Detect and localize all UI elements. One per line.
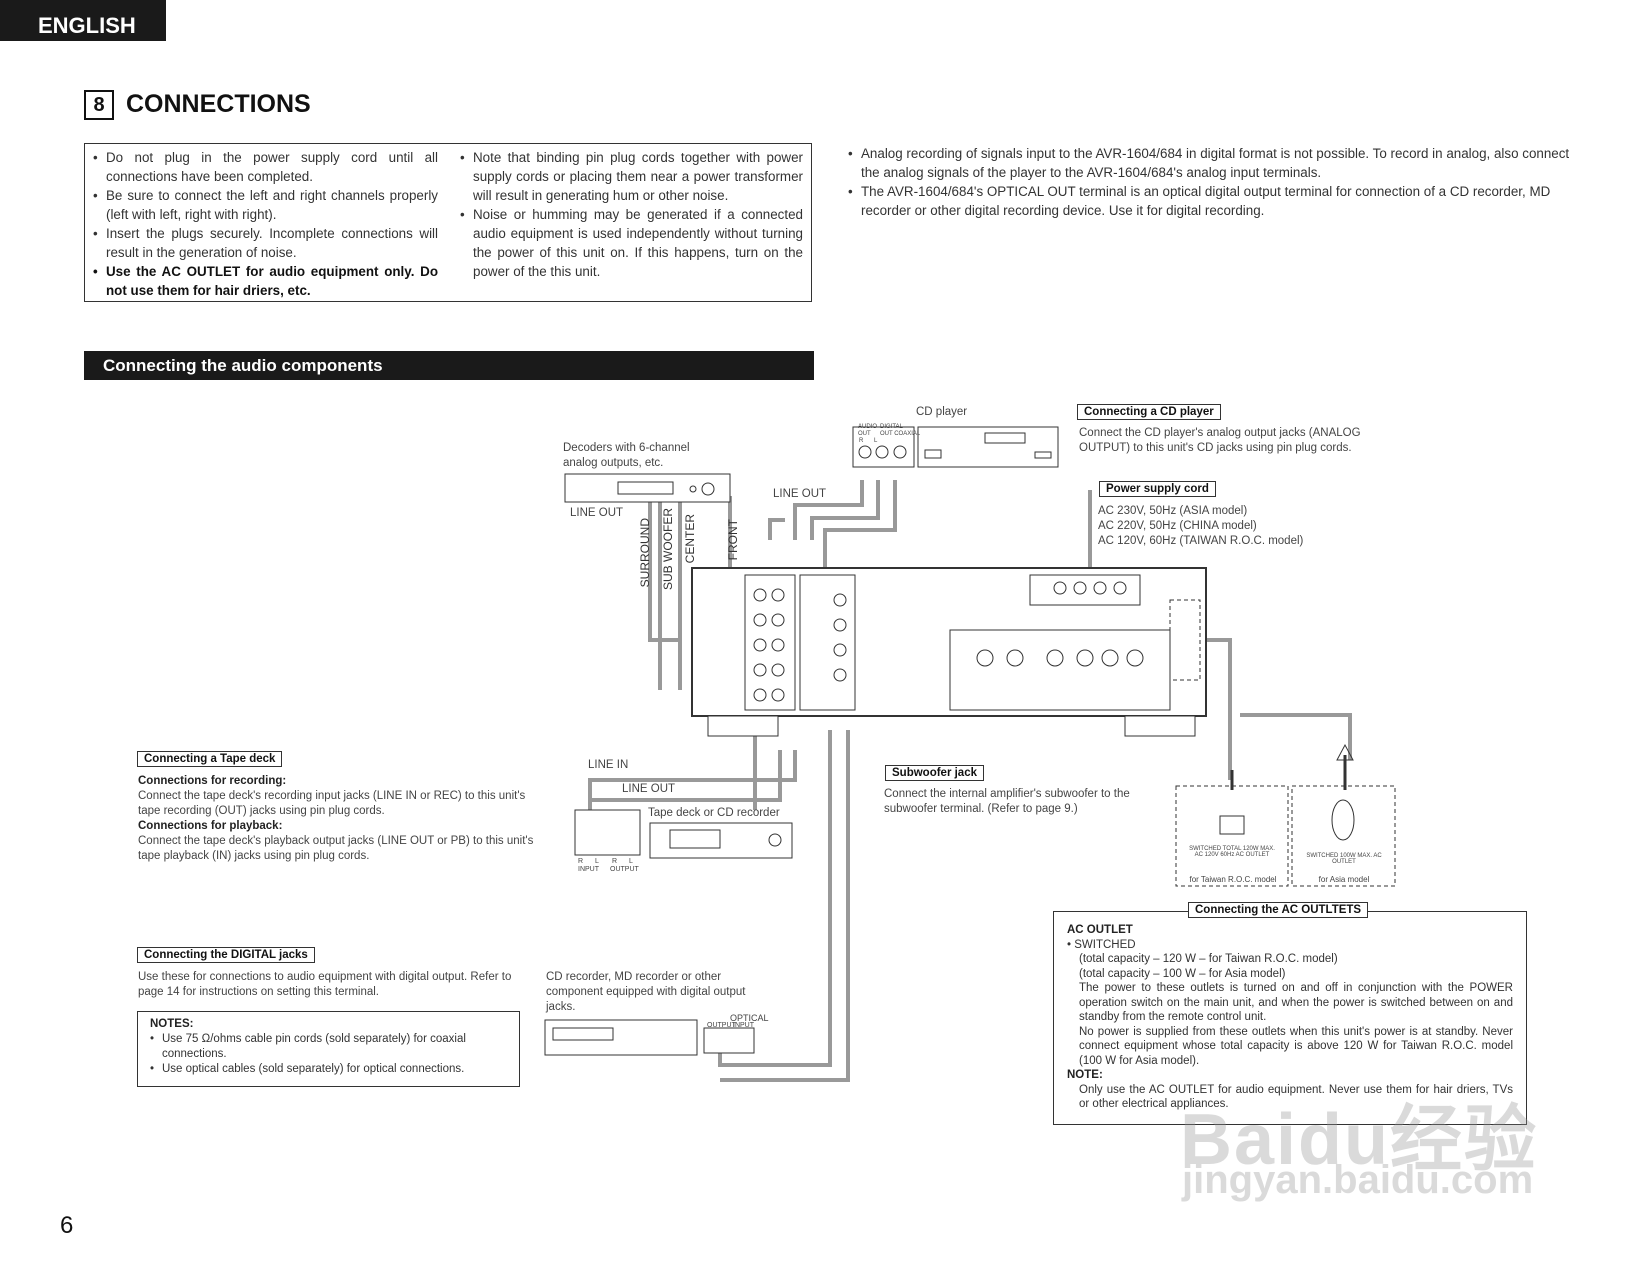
tape-rec-head: Connections for recording: xyxy=(138,775,287,787)
subwoofer-label: SUB WOOFER xyxy=(661,508,675,591)
cd-jack-audio: AUDIO xyxy=(858,424,878,430)
notice-item: Note that binding pin plug cords togethe… xyxy=(460,148,803,205)
notice-item: Noise or humming may be generated if a c… xyxy=(460,205,803,281)
cd-jack-digital: DIGITAL xyxy=(880,424,903,430)
cd-recorder-label: CD recorder, MD recorder or other compon… xyxy=(546,971,746,1013)
tape-box-text: Connections for recording: Connect the t… xyxy=(138,774,541,864)
ac-note-head: NOTE: xyxy=(1067,1069,1103,1081)
ac-outlet-box: AC OUTLET • SWITCHED (total capacity – 1… xyxy=(1053,911,1527,1125)
ac-head: AC OUTLET xyxy=(1067,924,1133,936)
tape-jack-l1: L xyxy=(595,858,599,865)
cd-player-label: CD player xyxy=(916,406,968,418)
language-tab: ENGLISH xyxy=(0,0,166,41)
power-line: AC 230V, 50Hz (ASIA model) xyxy=(1098,505,1248,517)
tape-jack-r2: R xyxy=(612,858,618,865)
digital-note: Use 75 Ω/ohms cable pin cords (sold sepa… xyxy=(150,1032,507,1062)
line-in-label: LINE IN xyxy=(588,759,629,771)
ac-line: No power is supplied from these outlets … xyxy=(1079,1025,1513,1067)
ac-line: The power to these outlets is turned on … xyxy=(1079,982,1513,1023)
notice-item: Do not plug in the power supply cord unt… xyxy=(93,148,438,186)
recording-notes: Analog recording of signals input to the… xyxy=(848,144,1588,220)
recording-note: Analog recording of signals input to the… xyxy=(848,144,1588,182)
watermark-url: jingyan.baidu.com xyxy=(1182,1158,1534,1202)
ac-outlets xyxy=(1175,743,1396,887)
power-line: AC 120V, 60Hz (TAIWAN R.O.C. model) xyxy=(1098,535,1304,547)
cd-player-unit xyxy=(852,426,1059,468)
ac-line: (total capacity – 120 W – for Taiwan R.O… xyxy=(1079,953,1338,965)
notice-left-column: Do not plug in the power supply cord unt… xyxy=(93,148,438,300)
outlet1-text: SWITCHED TOTAL 120W MAX. AC 120V 60Hz AC… xyxy=(1189,846,1275,858)
decoders-label: Decoders with 6-channel analog outputs, … xyxy=(563,442,690,469)
subsection-bar: Connecting the audio components xyxy=(84,351,814,380)
cd-jack-l: L xyxy=(874,438,878,444)
outlet2-text: SWITCHED 100W MAX. AC OUTLET xyxy=(1306,853,1382,865)
section-title: 8 CONNECTIONS xyxy=(84,90,311,121)
notice-item: Be sure to connect the left and right ch… xyxy=(93,186,438,224)
section-title-text: CONNECTIONS xyxy=(126,90,311,118)
tape-play-text: Connect the tape deck's playback output … xyxy=(138,835,534,862)
cd-jack-out-coaxial: OUT COAXIAL xyxy=(880,431,921,437)
surround-label: SURROUND xyxy=(638,518,652,588)
decoder-unit xyxy=(564,473,731,503)
tape-box-title: Connecting a Tape deck xyxy=(137,751,283,767)
ac-box-title: Connecting the AC OUTLTETS xyxy=(1188,902,1369,918)
ac-line: (total capacity – 100 W – for Asia model… xyxy=(1079,967,1286,980)
line-out-cd-label: LINE OUT xyxy=(773,488,827,500)
recording-note: The AVR-1604/684's OPTICAL OUT terminal … xyxy=(848,182,1588,220)
power-line: AC 220V, 50Hz (CHINA model) xyxy=(1098,520,1257,532)
watermark-logo: Baidu经验 xyxy=(1180,1100,1539,1180)
tape-deck-unit xyxy=(574,809,793,859)
subwoofer-box-title: Subwoofer jack xyxy=(885,765,984,781)
front-label: FRONT xyxy=(726,519,740,561)
tape-rec-text: Connect the tape deck's recording input … xyxy=(138,790,526,817)
cd-recorder-unit xyxy=(544,1019,755,1056)
section-number: 8 xyxy=(84,90,114,121)
optical-label: OPTICAL xyxy=(730,1013,769,1023)
notice-right-column: Note that binding pin plug cords togethe… xyxy=(460,148,803,281)
tape-play-head: Connections for playback: xyxy=(138,820,283,832)
page-number: 6 xyxy=(60,1212,74,1239)
cd-box-text: Connect the CD player's analog output ja… xyxy=(1079,427,1361,454)
ac-note-text: Only use the AC OUTLET for audio equipme… xyxy=(1079,1083,1513,1111)
digital-notes-box: NOTES: Use 75 Ω/ohms cable pin cords (so… xyxy=(137,1011,520,1087)
power-box-title: Power supply cord xyxy=(1099,481,1216,497)
center-label: CENTER xyxy=(683,514,697,564)
receiver-rear-panel xyxy=(691,567,1207,737)
notice-item-bold: Use the AC OUTLET for audio equipment on… xyxy=(93,262,438,300)
line-out-tape-label: LINE OUT xyxy=(622,783,676,795)
outlet1-model: for Taiwan R.O.C. model xyxy=(1189,875,1277,884)
ac-switched: SWITCHED xyxy=(1074,938,1136,951)
optical-input-label: INPUT xyxy=(733,1022,754,1029)
notice-item: Insert the plugs securely. Incomplete co… xyxy=(93,224,438,262)
subwoofer-box-text: Connect the internal amplifier's subwoof… xyxy=(884,788,1130,815)
digital-note: Use optical cables (sold separately) for… xyxy=(150,1062,507,1077)
notice-box: Do not plug in the power supply cord unt… xyxy=(84,143,812,302)
tape-jack-r1: R xyxy=(578,858,584,865)
digital-box-text: Use these for connections to audio equip… xyxy=(138,971,512,998)
tape-deck-label: Tape deck or CD recorder xyxy=(648,807,780,819)
digital-box-title: Connecting the DIGITAL jacks xyxy=(137,947,315,963)
line-out-decoder-label: LINE OUT xyxy=(570,507,624,519)
tape-output-label: OUTPUT xyxy=(610,866,639,873)
outlet2-model: for Asia model xyxy=(1318,875,1370,884)
tape-input-label: INPUT xyxy=(578,866,599,873)
tape-jack-l2: L xyxy=(629,858,633,865)
digital-notes-title: NOTES: xyxy=(150,1018,194,1030)
power-box-lines: AC 230V, 50Hz (ASIA model) AC 220V, 50Hz… xyxy=(1098,504,1303,549)
optical-output-label: OUTPUT xyxy=(707,1022,736,1029)
cd-jack-r: R xyxy=(859,438,864,444)
cd-box-title: Connecting a CD player xyxy=(1077,404,1221,420)
cd-jack-out: OUT xyxy=(858,431,871,437)
